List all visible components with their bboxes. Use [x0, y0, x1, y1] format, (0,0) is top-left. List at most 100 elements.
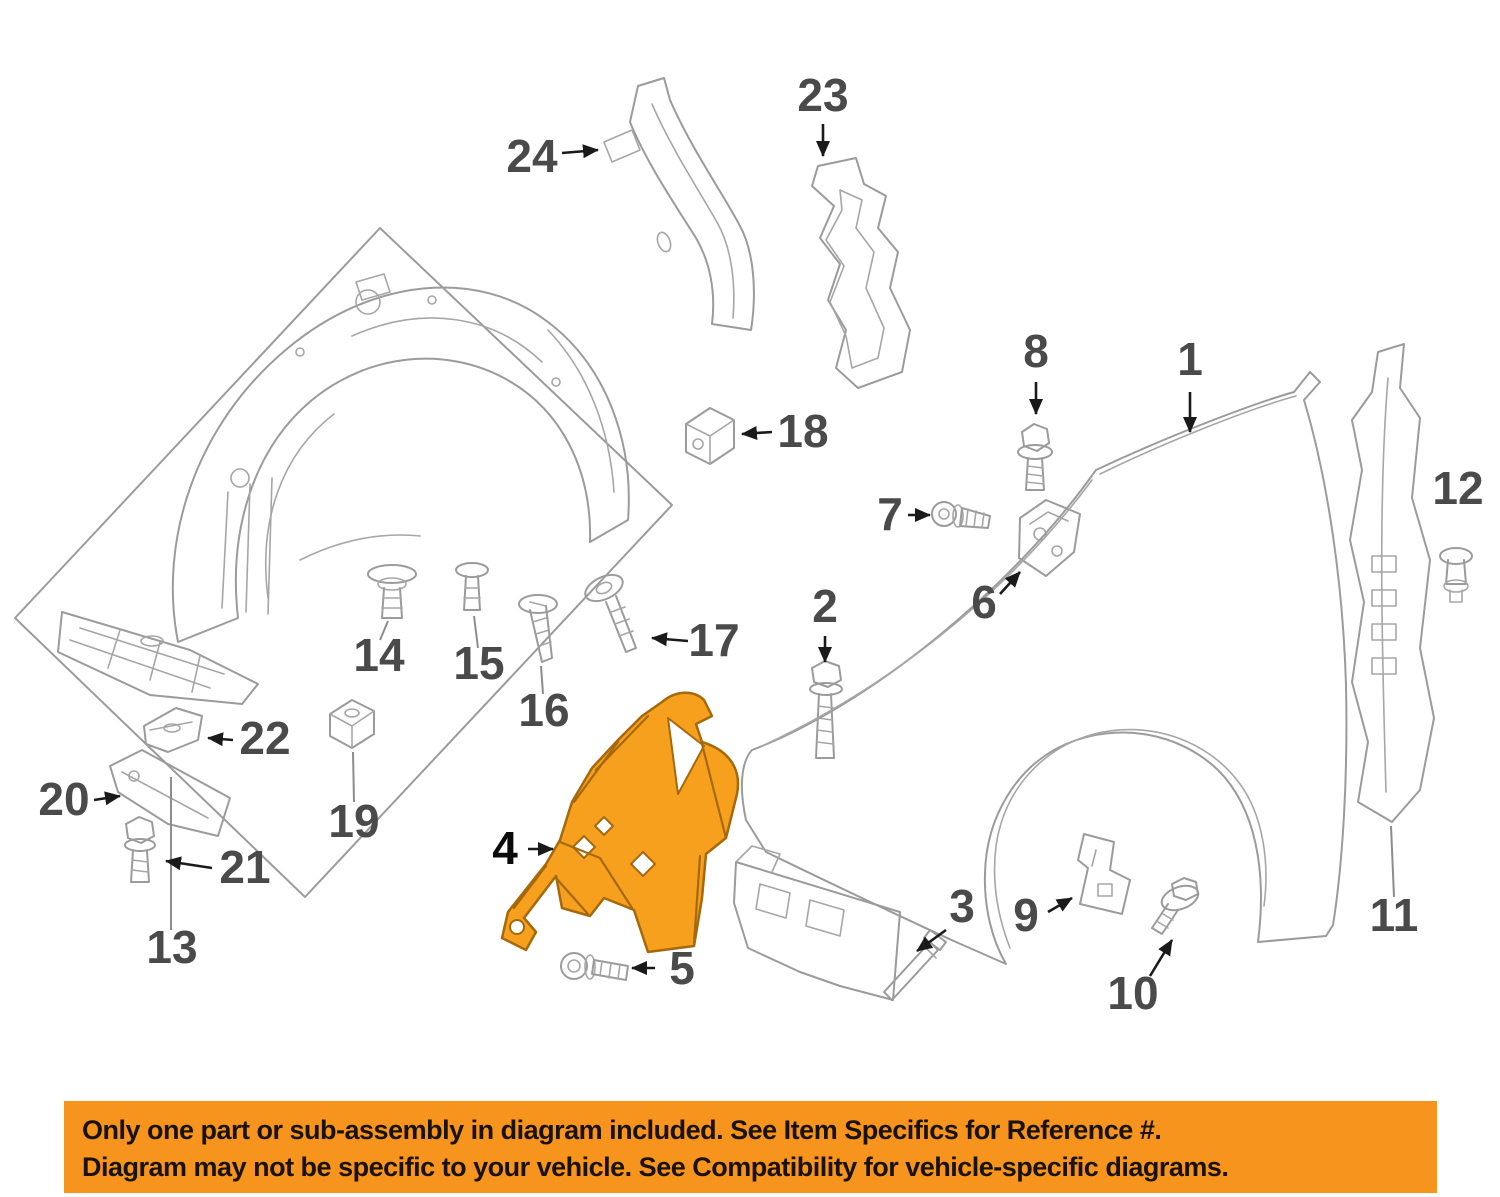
part-14-stem	[381, 587, 403, 619]
part-15-head	[455, 562, 489, 578]
part-4-square-cutout	[594, 816, 614, 836]
part-12-base	[1443, 579, 1469, 593]
disclaimer-line-2: Diagram may not be specific to your vehi…	[82, 1152, 1229, 1182]
callout-6-label: 6	[971, 576, 997, 628]
liner-tray-hatch-5	[191, 655, 201, 693]
part-19-hole	[344, 708, 360, 718]
part-24-liner-extension	[603, 77, 755, 331]
part-1-outline	[741, 371, 1348, 965]
callout-21-label: 21	[219, 841, 270, 893]
part-4-diamond-cutout-2	[630, 851, 656, 877]
callout-11-line	[1390, 825, 1395, 898]
callout-4-label: 4	[492, 822, 518, 874]
part-4-fender-bracket-highlighted	[500, 691, 740, 954]
part-5-head	[560, 952, 588, 980]
part-8-bolt	[1017, 423, 1053, 491]
part-15-clip	[455, 562, 489, 611]
part-19-nut	[329, 699, 375, 749]
part-10-threads	[1157, 913, 1174, 929]
part-24-inner-line	[651, 103, 735, 319]
callout-18-label: 18	[777, 405, 828, 457]
callout-16-label: 16	[518, 684, 569, 736]
part-11-center-line	[1380, 377, 1389, 793]
fender-liner-hole-s2	[427, 295, 437, 305]
disclaimer-line-1: Only one part or sub-assembly in diagram…	[82, 1115, 1162, 1145]
fender-liner-rib-3	[267, 477, 273, 615]
part-2-flange	[809, 682, 843, 696]
part-8-flange	[1017, 444, 1053, 460]
part-22-outline	[143, 707, 203, 753]
part-9-outline	[1077, 833, 1131, 915]
part-16-shank	[529, 605, 553, 663]
callout-14-line	[379, 620, 389, 641]
part-3-shank	[883, 941, 939, 1001]
part-12-cap	[1439, 547, 1473, 565]
part-24-outline	[629, 77, 755, 331]
part-2-threads	[816, 705, 834, 745]
part-7-collar	[952, 504, 964, 528]
part-12-body	[1445, 559, 1467, 585]
callout-19-label: 19	[328, 795, 379, 847]
callout-19-line	[352, 751, 355, 803]
fender-liner-hole-large	[355, 289, 381, 315]
part-22-bracket	[143, 707, 203, 753]
part-15-ribs	[463, 587, 481, 599]
callout-15-label: 15	[453, 637, 504, 689]
part-4-fold-lines	[512, 714, 728, 946]
disclaimer-banner: Only one part or sub-assembly in diagram…	[64, 1101, 1437, 1193]
part-7-bolt	[931, 501, 991, 529]
part-10-hex-head	[1171, 877, 1199, 901]
callout-15-line	[473, 615, 479, 649]
callout-16-line	[540, 665, 544, 695]
part-21-hex-head	[125, 816, 155, 844]
part-9-slot	[1091, 849, 1097, 867]
part-7-head	[931, 501, 957, 527]
part-11-outline	[1349, 343, 1435, 823]
callout-22-label: 22	[239, 712, 290, 764]
part-2-bolt	[809, 660, 843, 759]
fender-liner-shell-line	[547, 329, 615, 493]
part-1-top-flange	[1099, 395, 1297, 475]
part-16-threads	[532, 617, 552, 647]
part-13-fender-liner-assembly	[14, 227, 673, 898]
liner-tray	[57, 611, 259, 705]
fender-liner-hole-s3	[551, 377, 561, 387]
callout-21-arrow	[165, 856, 213, 871]
callout-11-label: 11	[1370, 889, 1419, 941]
part-11-vent-2	[1371, 589, 1397, 607]
callout-8-label: 8	[1023, 325, 1049, 377]
callout-10-arrow	[1148, 939, 1174, 977]
part-1-crease	[761, 479, 1093, 747]
part-7-shank	[959, 507, 991, 529]
bumper-bracket-outline	[733, 861, 901, 1001]
part-10-shank	[1151, 903, 1179, 935]
part-11-vent-1	[1371, 555, 1397, 573]
part-18-faces	[685, 419, 735, 465]
part-18-clip-nut	[685, 407, 735, 465]
bumper-bracket-hole-1	[755, 883, 791, 919]
part-17-screw	[584, 573, 637, 653]
callouts: 1 2 3 4 5 6 7 8 9 10 11 12 13 14 15 16 1…	[38, 69, 1483, 1019]
part-17-threads	[610, 606, 634, 637]
part-24-tab	[603, 129, 641, 163]
part-22-fold	[149, 721, 193, 731]
part-23-outline	[811, 157, 911, 389]
part-21-flange	[124, 838, 156, 852]
part-20-hole	[128, 770, 140, 782]
callout-20-arrow	[93, 791, 121, 806]
part-4-diamond-cutout-1	[572, 835, 596, 859]
part-11-fender-inner-stiffener	[1349, 343, 1435, 823]
part-18-body	[685, 407, 735, 465]
bumper-bracket-tab	[735, 845, 781, 873]
part-12-stem	[1449, 589, 1463, 603]
part-6-bracket	[1018, 499, 1081, 577]
part-6-hole-2	[1051, 545, 1063, 557]
callout-7-label: 7	[877, 488, 903, 540]
bumper-bracket-hole-2	[805, 899, 845, 937]
part-14-head	[367, 564, 417, 584]
part-16-slot	[529, 601, 547, 607]
callout-3-arrow	[916, 928, 947, 953]
callout-5-label: 5	[669, 942, 695, 994]
part-16-head	[518, 594, 558, 614]
